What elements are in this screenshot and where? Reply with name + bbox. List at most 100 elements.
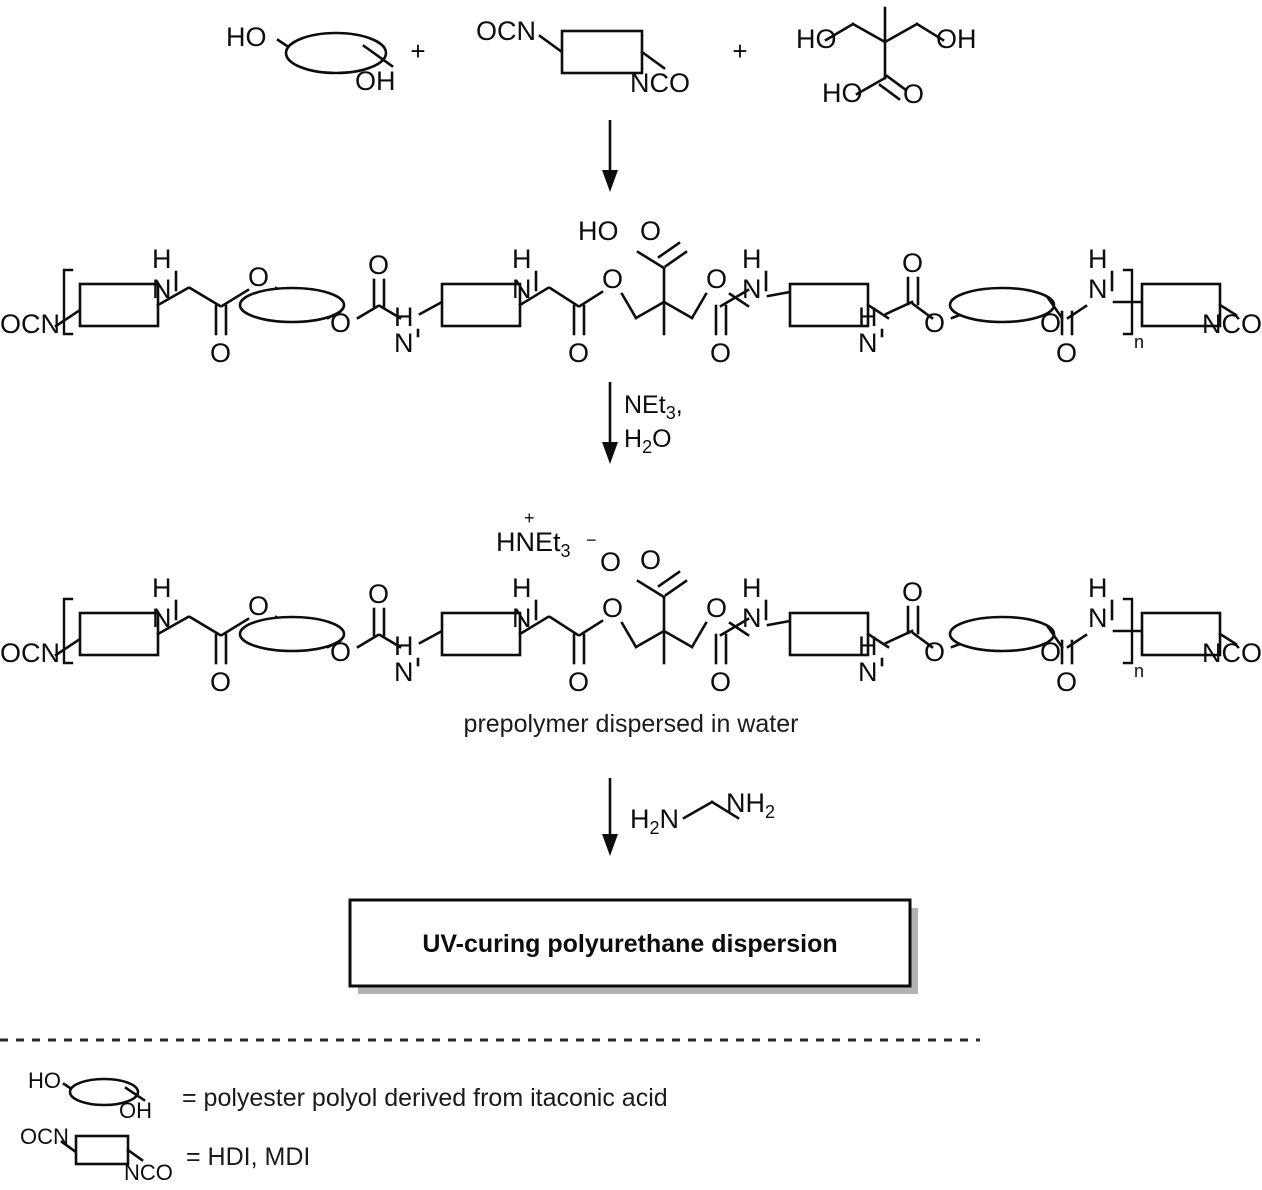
- reaction-arrow-3: H2N NH2: [602, 778, 775, 856]
- ester-o-6: O: [1040, 308, 1061, 338]
- legend-diiso-ocn: OCN: [20, 1124, 69, 1149]
- dmpa-ho-left-label: HO: [796, 24, 837, 54]
- polyol-ellipse-2: [948, 286, 1056, 324]
- repeat-subscript-n: n: [1134, 332, 1144, 352]
- ester-o-2: O: [330, 308, 351, 338]
- nh-n-2: H: [394, 302, 414, 332]
- reactant-diisocyanate: OCN NCO: [476, 16, 690, 98]
- ester-o-1: O: [248, 262, 269, 292]
- carbonyl2-o-4: O: [710, 667, 731, 697]
- eda-nh2-label: NH2: [726, 788, 775, 822]
- prepolymer-ocn-left: OCN: [0, 309, 60, 339]
- nh-h-6: H: [1088, 244, 1108, 274]
- diisocyanate-unit-7: [788, 611, 870, 657]
- legend-diiso-nco: NCO: [124, 1160, 173, 1185]
- diisocyanate-unit-2: [440, 282, 522, 328]
- reaction-arrow-2: NEt3, H2O: [602, 382, 683, 464]
- reactant-polyester-polyol: HO OH: [226, 22, 396, 96]
- legend-diiso-description: = HDI, MDI: [186, 1143, 310, 1171]
- repeat-bracket-close-2: [1122, 597, 1134, 665]
- nh2-n-2: H: [394, 631, 414, 661]
- repeat-bracket-open: [62, 268, 74, 336]
- nh2-h-2: N: [394, 657, 414, 687]
- carboxylate-o-minus: O: [600, 547, 621, 577]
- nh-n-5: H: [858, 302, 878, 332]
- prepolymer-acid-ho: HO: [578, 216, 619, 246]
- carbonyl-o-3: O: [568, 338, 589, 368]
- nh2-h-3: H: [512, 573, 532, 603]
- nh-h-2: N: [394, 328, 414, 358]
- polyol-ellipse-4: [948, 615, 1056, 653]
- nh2-n-3: N: [512, 603, 532, 633]
- ester2-o-3: O: [602, 593, 623, 623]
- result-box-label: UV-curing polyurethane dispersion: [422, 930, 837, 958]
- carbonyl2-o-2: O: [368, 579, 389, 609]
- dmpa-acid-ho-label: HO: [822, 78, 863, 108]
- counterion-hnet3-label: HNEt3: [496, 527, 571, 561]
- repeat-bracket-open-2: [62, 597, 74, 665]
- nh2-h-5: N: [858, 657, 878, 687]
- reagent-h2o-label: H2O: [624, 425, 672, 457]
- dispersed-prepolymer-structure: HNEt3 + − OCN H N O O O O H N H: [0, 508, 1262, 697]
- plus-sign-2: +: [732, 36, 747, 66]
- nh-n-6: N: [1088, 274, 1108, 304]
- carboxylate-carbonyl-o: O: [640, 545, 661, 575]
- nh-h-1: H: [152, 244, 172, 274]
- legend-diiso-rect-icon: [74, 1134, 130, 1166]
- diisocyanate-nco-label: NCO: [630, 68, 690, 98]
- nh2-h-6: H: [1088, 573, 1108, 603]
- dmpa-carbonyl-o-label: O: [903, 79, 924, 109]
- legend-polyol-description: = polyester polyol derived from itaconic…: [182, 1084, 668, 1112]
- polyol-ellipse-3: [238, 615, 346, 653]
- ester2-o-5: O: [924, 637, 945, 667]
- polyol-ellipse-icon: [284, 31, 388, 75]
- legend-row-diisocyanate: OCN NCO = HDI, MDI: [20, 1124, 310, 1185]
- polyol-oh-label: OH: [355, 66, 396, 96]
- carboxylate-minus-charge: −: [586, 530, 597, 550]
- diisocyanate-rect-icon: [560, 29, 644, 75]
- dmpa-oh-right-label: OH: [936, 24, 977, 54]
- carbonyl2-o-6: O: [1056, 667, 1077, 697]
- carbonyl2-o-5: O: [902, 577, 923, 607]
- ester2-o-4: O: [706, 593, 727, 623]
- carbonyl-o-5: O: [902, 248, 923, 278]
- eda-h2n-label: H2N: [630, 804, 679, 838]
- prepolymer-caption: prepolymer dispersed in water: [464, 710, 799, 738]
- nh2-n-5: H: [858, 631, 878, 661]
- polyol-ho-label: HO: [226, 22, 267, 52]
- reactant-dmpa: HO OH HO O: [796, 6, 977, 109]
- carbonyl2-o-1: O: [210, 667, 231, 697]
- nh2-n-4: N: [742, 603, 762, 633]
- carbonyl-o-2: O: [368, 250, 389, 280]
- nh-n-4: N: [742, 274, 762, 304]
- result-box-frame: [348, 898, 912, 988]
- ester-o-3: O: [602, 264, 623, 294]
- nh2-n-6: N: [1088, 603, 1108, 633]
- diisocyanate-ocn-label: OCN: [476, 16, 536, 46]
- carbonyl-o-1: O: [210, 338, 231, 368]
- carbonyl-o-4: O: [710, 338, 731, 368]
- dispersed-ocn-left: OCN: [0, 638, 60, 668]
- polyol-ellipse-1: [238, 286, 346, 324]
- prepolymer-acid-o: O: [640, 216, 661, 246]
- diisocyanate-unit-3: [788, 282, 870, 328]
- result-box: UV-curing polyurethane dispersion: [348, 898, 918, 994]
- carbonyl2-o-3: O: [568, 667, 589, 697]
- repeat-subscript-n-2: n: [1134, 661, 1144, 681]
- diisocyanate-unit-5: [78, 611, 160, 657]
- dispersed-nco-right: NCO: [1202, 638, 1262, 668]
- legend-row-polyol: HO OH = polyester polyol derived from it…: [28, 1068, 668, 1123]
- nh2-h-1: H: [152, 573, 172, 603]
- legend-polyol-oh: OH: [119, 1098, 152, 1123]
- counterion-plus-charge: +: [524, 508, 535, 528]
- nh-n-1: N: [152, 274, 172, 304]
- ester2-o-1: O: [248, 591, 269, 621]
- plus-sign-1: +: [410, 36, 425, 66]
- repeat-bracket-close: [1122, 268, 1134, 336]
- carbonyl-o-6: O: [1056, 338, 1077, 368]
- ester-o-4: O: [706, 264, 727, 294]
- ester2-o-6: O: [1040, 637, 1061, 667]
- legend-polyol-ho: HO: [28, 1068, 61, 1093]
- nh-h-5: N: [858, 328, 878, 358]
- reactants-row: HO OH + OCN NCO + HO OH: [226, 6, 977, 109]
